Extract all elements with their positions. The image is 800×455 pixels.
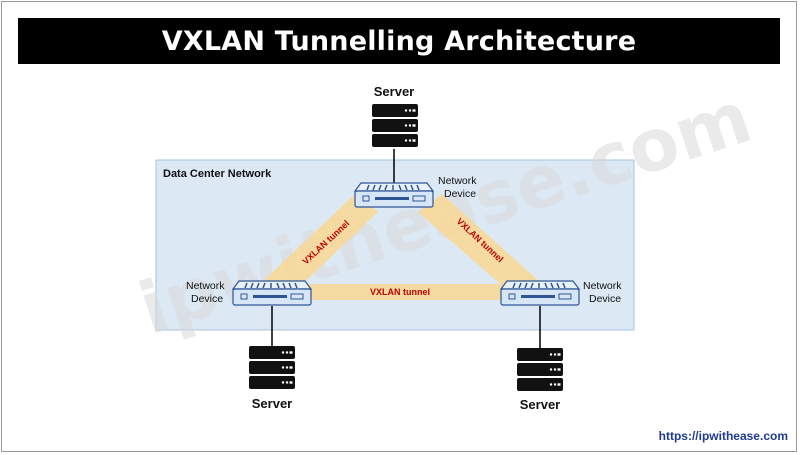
network-device-right-icon bbox=[500, 280, 580, 306]
vxlan-tunnel-left bbox=[262, 194, 378, 296]
network-device-left-label-line1: Network bbox=[186, 280, 225, 292]
server-top-icon bbox=[372, 104, 418, 147]
network-device-left-icon bbox=[232, 280, 312, 306]
server-top-label: Server bbox=[374, 84, 414, 99]
server-left-label: Server bbox=[252, 396, 292, 411]
vxlan-tunnel-right bbox=[418, 194, 540, 296]
network-device-right-label-line1: Network bbox=[583, 280, 622, 292]
data-center-network-label: Data Center Network bbox=[163, 168, 272, 180]
network-device-right-label-line2: Device bbox=[589, 293, 621, 305]
vxlan-tunnel-bottom bbox=[306, 284, 506, 300]
network-device-top-label-line1: Network bbox=[438, 175, 477, 187]
footer-url: https://ipwithease.com bbox=[658, 429, 788, 443]
vxlan-tunnel-bottom-label: VXLAN tunnel bbox=[370, 287, 430, 297]
server-right-icon bbox=[517, 348, 563, 391]
network-device-top-icon bbox=[354, 182, 434, 208]
network-device-top-label-line2: Device bbox=[444, 188, 476, 200]
server-right-label: Server bbox=[520, 397, 560, 412]
network-device-left-label-line2: Device bbox=[191, 293, 223, 305]
title-banner: VXLAN Tunnelling Architecture bbox=[18, 18, 780, 64]
diagram-title: VXLAN Tunnelling Architecture bbox=[161, 25, 637, 57]
server-left-icon bbox=[249, 346, 295, 389]
